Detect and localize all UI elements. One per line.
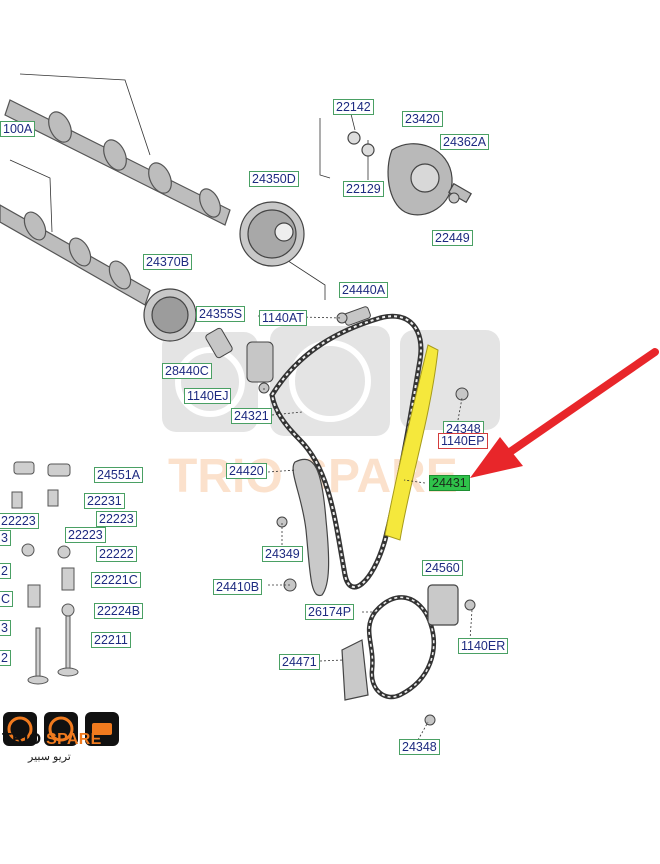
part-label-22129: 22129: [343, 181, 384, 197]
part-label-2b: 2: [0, 650, 11, 666]
tensioner-24471: [341, 639, 369, 701]
part-label-22211: 22211: [91, 632, 131, 648]
part-label-1140AT: 1140AT: [259, 310, 307, 326]
cam-sprocket-exhaust: [239, 201, 305, 267]
part-label-22449: 22449: [432, 230, 473, 246]
part-label-22223a: 22223: [0, 513, 39, 529]
part-label-24370B: 24370B: [143, 254, 193, 270]
part-label-1140EP: 1140EP: [438, 433, 488, 449]
part-label-1140EJ: 1140EJ: [184, 388, 232, 404]
part-label-24551A: 24551A: [94, 467, 144, 483]
part-label-24431: 24431: [429, 475, 470, 491]
part-label-22222: 22222: [96, 546, 137, 562]
part-label-24355S: 24355S: [196, 306, 246, 322]
camshaft-upper: [4, 99, 231, 226]
part-label-22221C: 22221C: [91, 572, 141, 588]
leader-lines-top: [9, 73, 369, 300]
tensioner-arm-24420: [292, 458, 330, 597]
red-pointer-arrow: [470, 348, 659, 478]
part-label-26174P: 26174P: [305, 604, 355, 620]
part-label-2: 2: [0, 563, 11, 579]
brand-logo-arabic: تريو سبير: [28, 751, 71, 763]
leader-lines: [257, 315, 473, 741]
part-label-24321: 24321: [231, 408, 272, 424]
brand-logo-icons: [3, 712, 119, 746]
part-label-24100A: 100A: [0, 121, 36, 137]
brand-logo-text: TRIO SPARE: [2, 731, 102, 748]
part-label-3: 3: [0, 530, 11, 546]
part-label-22224B: 22224B: [94, 603, 144, 619]
part-label-28440C: 28440C: [162, 363, 212, 379]
part-label-24362A: 24362A: [440, 134, 490, 150]
part-label-24420: 24420: [226, 463, 267, 479]
part-label-22223c: 22223: [65, 527, 106, 543]
part-label-23420: 23420: [402, 111, 443, 127]
timing-chain-lower: [366, 595, 436, 700]
part-label-22231: 22231: [84, 493, 125, 509]
part-label-22223b: 22223: [96, 511, 137, 527]
part-label-1140ER: 1140ER: [458, 638, 509, 654]
part-label-24350D: 24350D: [249, 171, 299, 187]
cam-sprocket-intake: [143, 288, 197, 342]
oil-pump-tensioner-24560: [427, 584, 459, 626]
part-label-C: C: [0, 591, 14, 607]
part-label-3b: 3: [0, 620, 11, 636]
part-label-24471: 24471: [279, 654, 320, 670]
part-label-22142: 22142: [333, 99, 374, 115]
part-label-24560: 24560: [422, 560, 463, 576]
vvt-cover: [347, 131, 472, 216]
part-label-24410B: 24410B: [213, 579, 263, 595]
valve-train-parts: [11, 461, 79, 685]
part-label-24440A: 24440A: [339, 282, 389, 298]
part-label-24349: 24349: [262, 546, 303, 562]
part-label-24348b: 24348: [399, 739, 440, 755]
camshaft-lower: [0, 204, 151, 306]
chain-guide-24431: [384, 344, 439, 541]
